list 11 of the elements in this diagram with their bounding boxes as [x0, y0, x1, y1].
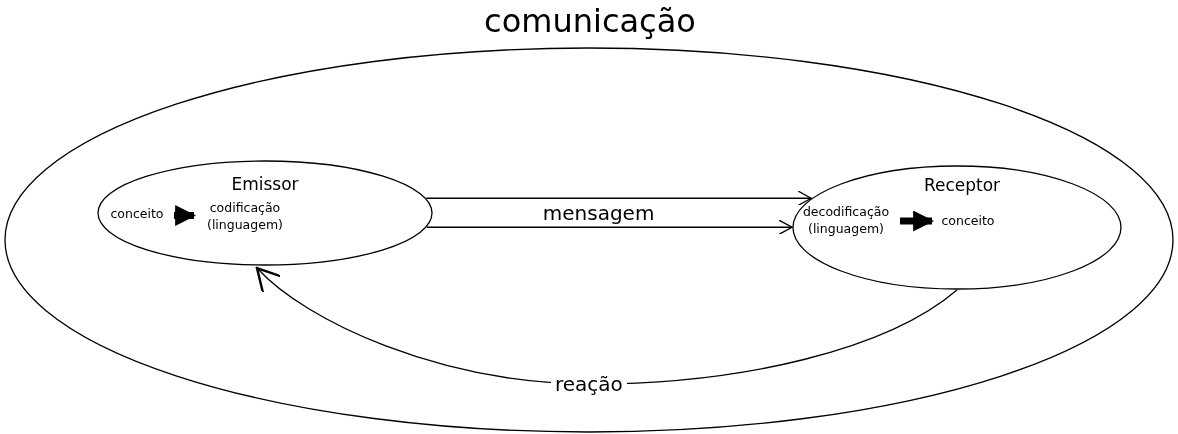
thick-arrow — [174, 205, 197, 226]
arrow — [255, 266, 958, 385]
arrow — [426, 219, 793, 235]
node-title: Emissor — [230, 174, 300, 194]
node-text: conceito — [934, 212, 1002, 230]
arrow — [425, 190, 812, 206]
diagram-heading: comunicação — [483, 2, 697, 40]
node-text: codificação (linguagem) — [196, 199, 294, 235]
node-text: decodificação (linguagem) — [794, 203, 898, 239]
node-title: Receptor — [922, 175, 1002, 195]
node-text: conceito — [102, 205, 172, 223]
